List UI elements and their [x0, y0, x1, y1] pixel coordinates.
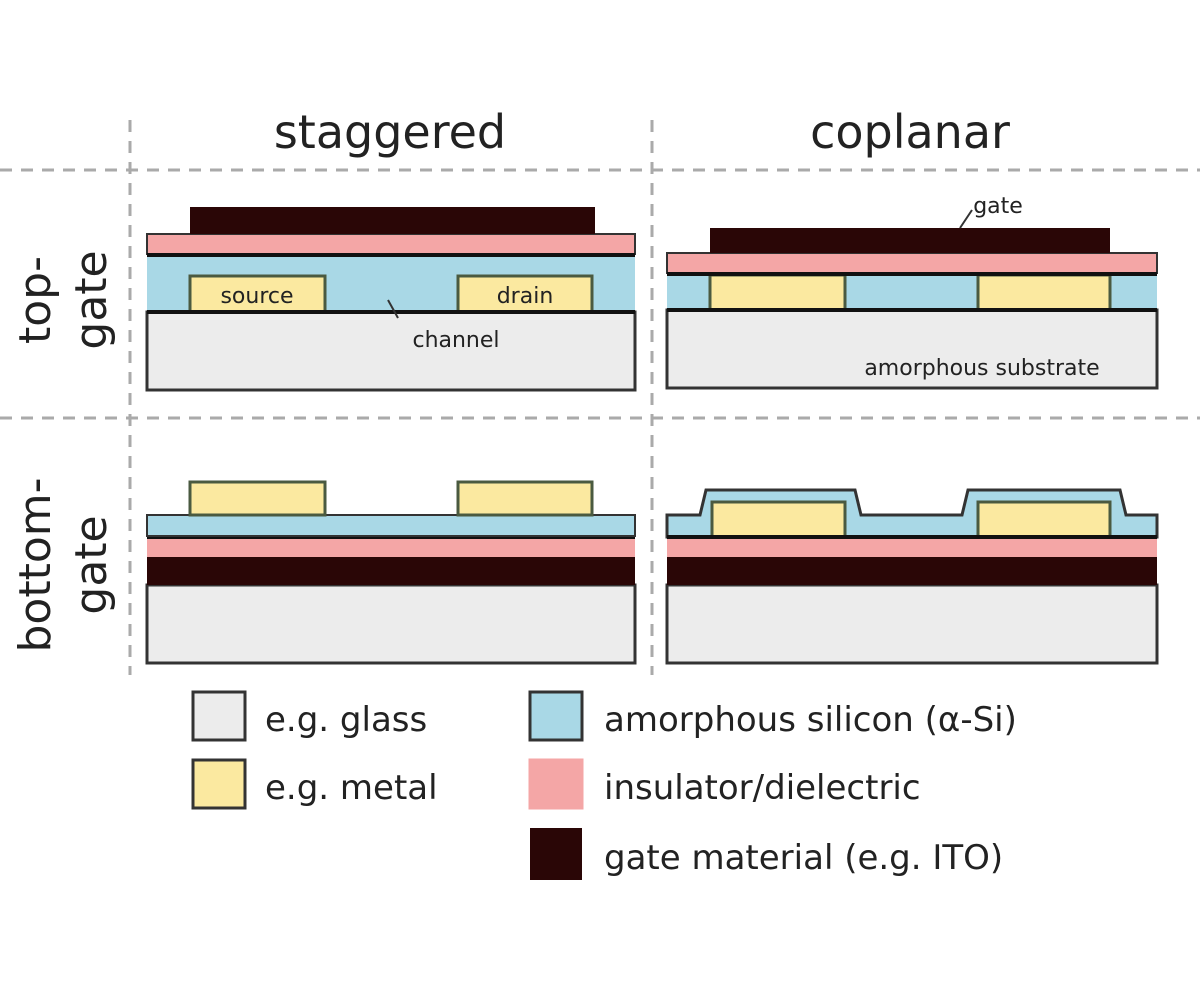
- drain-electrode: [976, 500, 1112, 539]
- legend-swatch-gate: [530, 828, 582, 880]
- source-electrode: [710, 500, 847, 539]
- label-drain: drain: [497, 284, 554, 309]
- drain-electrode: [976, 273, 1112, 312]
- substrate-layer: [665, 583, 1159, 665]
- top-gate-staggered: source drain channel: [145, 207, 637, 392]
- label-channel: channel: [412, 328, 499, 353]
- legend: e.g. glass e.g. metal amorphous silicon …: [191, 690, 1017, 880]
- gate-layer: [710, 228, 1110, 253]
- source-electrode: [708, 273, 847, 312]
- column-title-staggered: staggered: [274, 105, 506, 159]
- legend-label-gate: gate material (e.g. ITO): [604, 838, 1003, 878]
- svg-text:bottom-: bottom-: [10, 477, 61, 652]
- legend-label-insulator: insulator/dielectric: [604, 768, 921, 808]
- substrate-layer: [145, 310, 637, 392]
- drain-electrode: [456, 274, 594, 314]
- legend-swatch-glass: [191, 690, 247, 742]
- legend-swatch-insulator: [528, 758, 584, 810]
- gate-layer: [147, 557, 635, 585]
- label-gate: gate: [973, 194, 1023, 219]
- insulator-layer: [667, 537, 1157, 557]
- source-electrode: [188, 274, 327, 314]
- legend-label-silicon: amorphous silicon (α-Si): [604, 700, 1017, 740]
- label-source: source: [220, 284, 293, 309]
- label-substrate: amorphous substrate: [864, 356, 1099, 381]
- gate-layer: [190, 207, 595, 234]
- bottom-gate-coplanar: [665, 488, 1159, 665]
- svg-text:gate: gate: [66, 250, 117, 349]
- top-gate-coplanar: gate amorphous substrate: [665, 194, 1159, 390]
- substrate-layer: [145, 583, 637, 665]
- legend-label-glass: e.g. glass: [265, 700, 427, 740]
- bottom-gate-staggered: [145, 480, 637, 665]
- insulator-layer: [146, 233, 636, 255]
- legend-label-metal: e.g. metal: [265, 768, 438, 808]
- row-label-top-gate: top- gate: [10, 250, 117, 349]
- legend-swatch-metal: [191, 758, 247, 810]
- source-electrode: [188, 480, 327, 517]
- gate-layer: [667, 557, 1157, 585]
- silicon-layer: [146, 514, 636, 537]
- row-label-bottom-gate: bottom- gate: [10, 477, 117, 652]
- column-title-coplanar: coplanar: [810, 105, 1010, 159]
- insulator-layer: [147, 537, 635, 557]
- svg-text:top-: top-: [10, 256, 61, 344]
- drain-electrode: [456, 480, 594, 517]
- insulator-layer: [666, 252, 1158, 274]
- legend-swatch-silicon: [528, 690, 584, 742]
- svg-text:gate: gate: [66, 515, 117, 614]
